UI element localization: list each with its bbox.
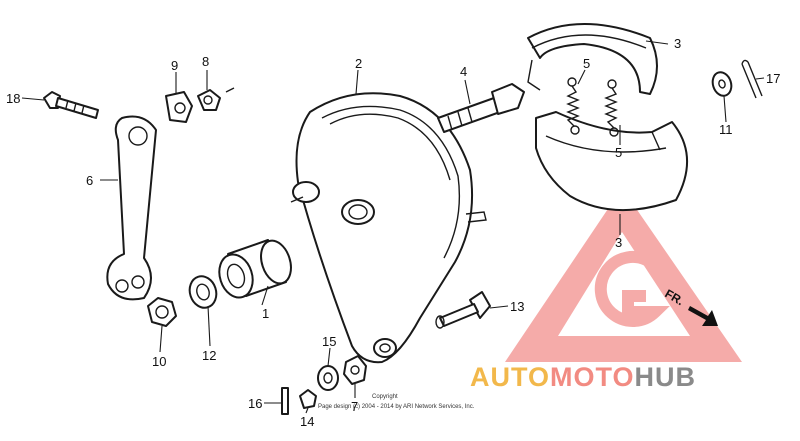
watermark-moto: MOTO [550,362,635,392]
callout-12: 12 [202,348,216,363]
direction-arrow-icon [688,306,718,326]
brake-arm [106,115,157,301]
bolt-13 [435,291,491,329]
nut-14 [299,389,317,409]
logo-triangle [505,188,742,362]
callout-8: 8 [202,54,209,69]
nut-10 [147,297,177,327]
callout-7: 7 [351,399,358,414]
nut-7 [343,355,367,385]
logo-letter [594,250,670,327]
washer-12 [188,275,218,309]
callout-17: 17 [766,71,780,86]
callout-labels: 1 2 3 3 4 5 5 6 7 8 9 10 11 12 13 14 15 … [6,36,780,429]
watermark-text: AUTOMOTOHUB [470,362,696,392]
callout-14: 14 [300,414,314,429]
watermark-hub: HUB [635,362,697,392]
cotter-pin-16 [281,387,289,415]
watermark-auto: AUTO [470,362,550,392]
callout-3-upper: 3 [674,36,681,51]
callout-13: 13 [510,299,524,314]
callout-18: 18 [6,91,20,106]
nut-8 [197,87,235,111]
cotter-pin-17 [741,59,763,99]
callout-5-lower: 5 [615,145,622,160]
bolt-18 [43,91,99,119]
copyright-notice: Copyright Page design (c) 2004 - 2014 by… [318,394,475,410]
brake-shoe-upper [527,23,658,95]
return-springs [566,77,619,137]
callout-5-upper: 5 [583,56,590,71]
callout-6: 6 [86,173,93,188]
washer-15 [317,365,339,391]
callout-16: 16 [248,396,262,411]
automotohub-logo [505,188,742,362]
callout-1: 1 [262,306,269,321]
leader-lines [21,40,765,414]
callout-3-lower: 3 [615,235,622,250]
brake-panel [290,92,487,364]
callout-4: 4 [460,64,467,79]
washer-9 [165,91,193,123]
callout-15: 15 [322,334,336,349]
copyright-line-1: Copyright [372,394,398,400]
callout-10: 10 [152,354,166,369]
callout-11: 11 [719,122,733,137]
collar [218,239,292,299]
copyright-line-2: Page design (c) 2004 - 2014 by ARI Netwo… [318,404,475,410]
callout-9: 9 [171,58,178,73]
brake-cam [437,83,525,133]
callout-2: 2 [355,56,362,71]
svg-text:AUTOMOTOHUB: AUTOMOTOHUB [470,362,696,392]
brake-shoe-lower [535,111,688,212]
washer-11 [711,71,733,97]
